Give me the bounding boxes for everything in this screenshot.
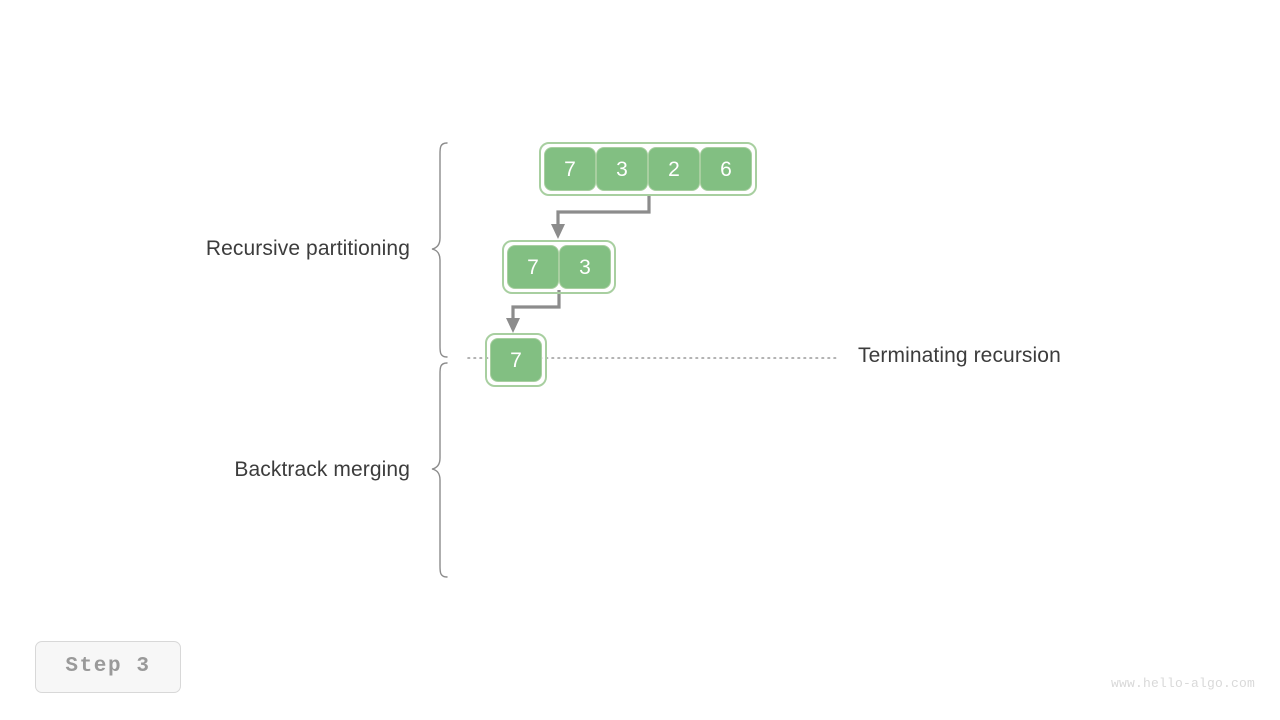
watermark: www.hello-algo.com: [1110, 676, 1255, 691]
array-level-2: 7: [485, 333, 547, 387]
array-cell: 3: [596, 147, 648, 191]
arrowhead-level1-to-level2: [506, 318, 520, 333]
array-level-0: 7 3 2 6: [539, 142, 757, 196]
label-backtrack-merging: Backtrack merging: [234, 458, 410, 481]
brace-backtrack-merging: [431, 362, 448, 578]
arrowhead-level0-to-level1: [551, 224, 565, 239]
array-cell: 7: [544, 147, 596, 191]
array-cell: 7: [507, 245, 559, 289]
array-level-1: 7 3: [502, 240, 616, 294]
array-cell: 3: [559, 245, 611, 289]
label-recursive-partitioning: Recursive partitioning: [205, 237, 410, 260]
array-cell: 2: [648, 147, 700, 191]
connector-level0-to-level1: [556, 194, 651, 228]
array-cell: 7: [490, 338, 542, 382]
connector-level1-to-level2: [511, 290, 561, 322]
array-cell: 6: [700, 147, 752, 191]
brace-recursive-partitioning: [431, 142, 448, 358]
step-badge: Step 3: [35, 641, 181, 693]
label-terminating-recursion: Terminating recursion: [858, 344, 1061, 367]
